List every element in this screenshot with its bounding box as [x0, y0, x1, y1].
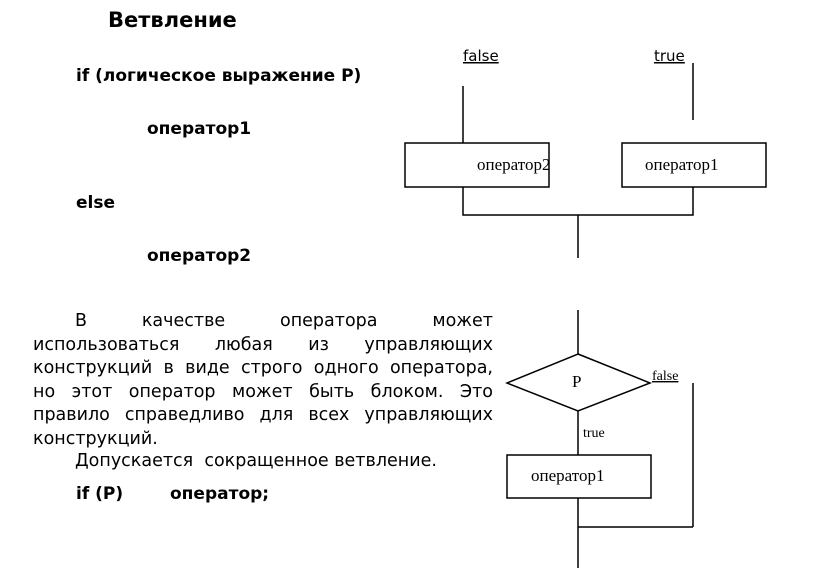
paragraph-line: конструкций. — [33, 428, 158, 449]
true-label: true — [654, 47, 685, 65]
code-else-keyword: else — [76, 193, 116, 213]
true-label: true — [583, 426, 605, 441]
paragraph-line: конструкций в виде строго одного операто… — [33, 358, 493, 378]
operator2-box-label: оператор2 — [477, 155, 550, 174]
operator1-box-label: оператор1 — [645, 155, 718, 174]
operator2-box — [404, 142, 550, 188]
operator1-box — [506, 454, 652, 499]
code-short-statement: оператор; — [170, 484, 270, 504]
paragraph-line: правило справедливо для всех управляющих — [33, 405, 493, 425]
condition-label: P — [572, 372, 581, 391]
false-label: false — [652, 369, 678, 384]
code-then-statement: оператор1 — [147, 119, 252, 139]
false-label: false — [463, 47, 499, 65]
paragraph-line: использоваться любая из управляющих — [33, 334, 493, 355]
code-if-line: if (логическое выражение P) — [76, 66, 362, 86]
full-branch-diagram — [404, 63, 767, 258]
short-branch-diagram — [504, 310, 694, 568]
description-paragraph: В качестве оператора может использоватьс… — [33, 310, 493, 451]
short-branch-note: Допускается сокращенное ветвление. — [75, 451, 437, 471]
operator1-box-label: оператор1 — [531, 466, 604, 485]
code-short-if: if (P) — [76, 484, 124, 504]
paragraph-line: но этот оператор может быть блоком. Это — [33, 381, 493, 402]
paragraph-line: В качестве оператора может — [75, 311, 493, 331]
code-else-statement: оператор2 — [147, 246, 252, 266]
operator1-box — [621, 142, 767, 188]
merge-line — [462, 187, 694, 216]
slide-title: Ветвление — [108, 8, 237, 32]
